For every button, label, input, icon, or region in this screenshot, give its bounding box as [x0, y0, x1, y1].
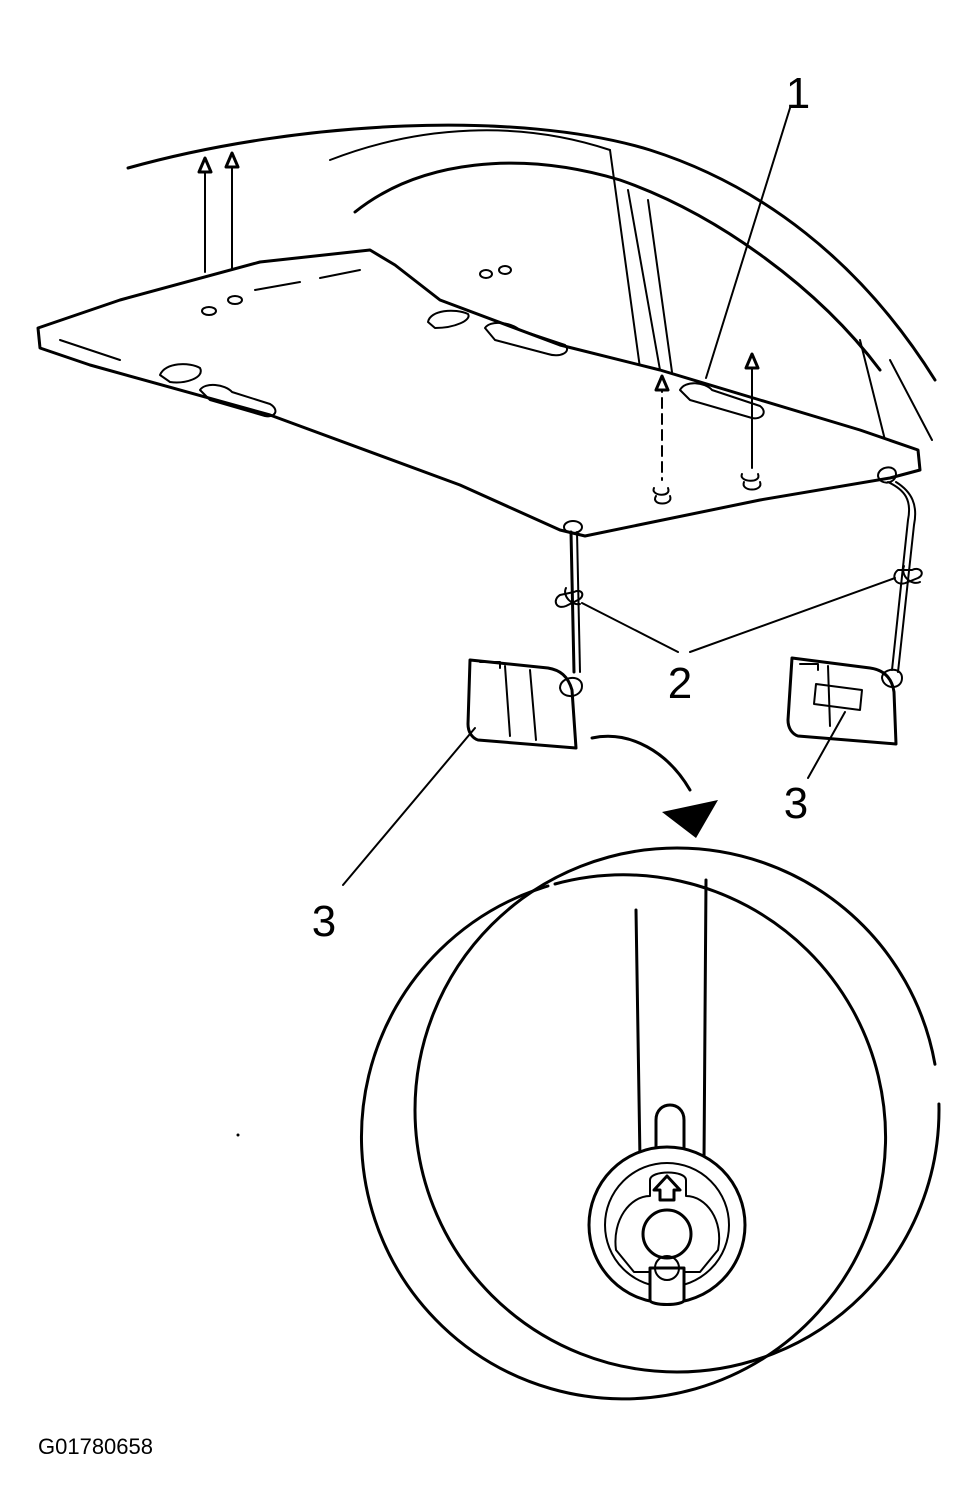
rotation-arrow — [590, 734, 718, 838]
detail-view — [359, 846, 941, 1401]
callout-3a-leader — [342, 727, 476, 886]
roof-outline — [126, 123, 937, 441]
lift-arrows — [197, 151, 240, 273]
callout-3-right: 3 — [784, 779, 808, 828]
callout-1: 1 — [786, 69, 810, 118]
headliner-panel — [36, 248, 922, 538]
callout-3b-leader — [807, 711, 846, 779]
callout-3-left: 3 — [312, 897, 336, 946]
right-sunshade — [786, 656, 903, 746]
retainer-clips — [563, 352, 897, 534]
left-sunshade — [466, 658, 583, 750]
callout-1-leader — [705, 107, 791, 379]
stray-dot — [236, 1133, 240, 1137]
callout-2: 2 — [668, 659, 692, 708]
sunshade-clips — [554, 565, 923, 608]
callout-2-leaders — [581, 577, 896, 653]
figure-id: G01780658 — [38, 1434, 153, 1459]
